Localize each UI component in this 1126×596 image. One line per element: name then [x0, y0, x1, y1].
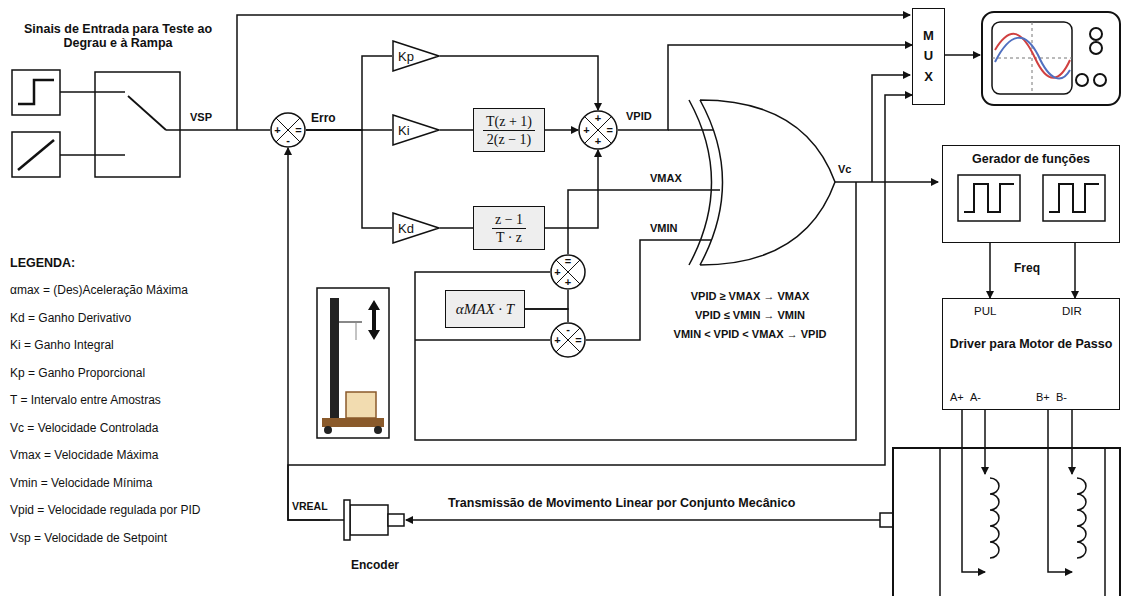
signal-connector	[989, 243, 991, 298]
signal-connector	[525, 309, 568, 322]
gain-label: Kp	[398, 49, 414, 64]
legend-entry: Vmin = Velocidade Mínima	[10, 477, 152, 491]
generator-title: Gerador de funções	[949, 152, 1113, 168]
signal-label: DIR	[1062, 305, 1082, 318]
saturation-gate	[700, 100, 835, 265]
node-tri: Kp	[392, 40, 440, 72]
node-circle: +-=	[550, 322, 586, 358]
fraction-denominator: 2(z − 1)	[484, 131, 534, 148]
signal-label: VMIN < VPID < VMAX → VPID	[652, 328, 848, 341]
node-circle: +-=	[270, 112, 306, 148]
node-tri: Ki	[392, 114, 440, 146]
signal-label: Vc	[838, 163, 851, 176]
fraction-numerator: z − 1	[492, 211, 526, 229]
signal-label: Sinais de Entrada para Teste ao Degrau e…	[12, 22, 224, 51]
junction-sign: =	[605, 125, 614, 136]
legend-entry: αmax = (Des)Aceleração Máxima	[10, 284, 188, 298]
signal-label: Transmissão de Movimento Linear por Conj…	[448, 496, 795, 510]
junction-sign: -	[284, 135, 293, 146]
junction-sign: +	[273, 125, 282, 136]
signal-label: B-	[1056, 391, 1067, 404]
signal-label: Erro	[311, 112, 336, 126]
signal-connector	[440, 56, 598, 110]
legend-entry: Vsp = Velocidade de Setpoint	[10, 532, 167, 546]
legend-entry: Kp = Ganho Proporcional	[10, 367, 145, 381]
junction-sign: +	[564, 277, 573, 288]
signal-label: VMAX	[650, 172, 682, 185]
legend-entry: Kd = Ganho Derivativo	[10, 312, 131, 326]
junction-sign: =	[574, 335, 583, 346]
square-wave-icons	[958, 175, 1105, 221]
selector-switch	[95, 72, 180, 177]
mux-label: MUX	[922, 26, 935, 86]
gain-label: Kd	[398, 221, 414, 236]
signal-connector	[545, 150, 598, 228]
node-tri: Kd	[392, 212, 440, 244]
signal-connector	[440, 129, 473, 131]
gain-triangle-outline	[393, 213, 439, 243]
signal-label: A+	[950, 391, 964, 404]
node-mux: MUX	[912, 8, 945, 105]
signal-connector	[545, 129, 578, 131]
gain-triangle-outline	[393, 115, 439, 145]
signal-connector	[618, 45, 912, 130]
signal-label: VPID ≥ VMAX → VMAX	[652, 290, 848, 303]
gain-label: Ki	[398, 123, 410, 138]
signal-label: A-	[970, 391, 981, 404]
gain-triangle-outline	[393, 41, 439, 71]
encoder-label: Encoder	[351, 558, 399, 572]
signal-label: VPID	[626, 110, 652, 123]
driver-title: Driver para Motor de Passo	[949, 337, 1113, 353]
signal-label: B+	[1036, 391, 1050, 404]
node-circle: ++=	[550, 254, 586, 290]
legend-entry: Vc = Velocidade Controlada	[10, 422, 158, 436]
signal-label: VMIN	[650, 222, 678, 235]
junction-sign: -	[564, 324, 573, 335]
node-alpha: αMAX · T	[445, 290, 525, 328]
node-drv: Driver para Motor de Passo	[942, 298, 1120, 410]
junction-circle	[551, 255, 585, 289]
ramp-source	[12, 132, 60, 177]
signal-label: VPID ≤ VMIN → VMIN	[652, 309, 848, 322]
signal-label: VREAL	[292, 500, 328, 512]
junction-sign: +	[582, 125, 591, 136]
legend-entry: Vmax = Velocidade Máxima	[10, 449, 158, 463]
legend-entry: T = Intervalo entre Amostras	[10, 394, 161, 408]
node-enc: Encoder	[330, 497, 420, 572]
signal-label: Freq	[1014, 262, 1040, 276]
junction-circle	[579, 111, 617, 149]
node-frac: T(z + 1)2(z − 1)	[473, 108, 545, 152]
node-gen: Gerador de funções	[942, 145, 1120, 243]
signal-connector	[306, 130, 392, 228]
signal-label: PUL	[974, 305, 996, 318]
fraction-denominator: T · z	[493, 229, 525, 246]
gain-expression: αMAX · T	[456, 301, 514, 318]
junction-sign: +	[594, 113, 603, 124]
fraction-numerator: T(z + 1)	[483, 113, 535, 131]
oscilloscope	[982, 12, 1120, 105]
junction-circle	[551, 323, 585, 357]
signal-connector	[525, 290, 568, 309]
node-frac: z − 1T · z	[473, 206, 545, 250]
node-circle: +++=	[578, 110, 618, 150]
signal-connector	[1074, 243, 1076, 298]
step-source	[12, 70, 60, 115]
legend-entry: Vpid = Velocidade regulada por PID	[10, 504, 200, 518]
crane-illustration	[317, 288, 389, 438]
signal-connector	[288, 148, 330, 520]
junction-sign: +	[553, 335, 562, 346]
signal-label: VSP	[190, 111, 212, 124]
legend-entry: Ki = Ganho Integral	[10, 339, 114, 353]
junction-sign: +	[553, 267, 562, 278]
signal-connector	[288, 95, 912, 520]
junction-sign: +	[594, 136, 603, 147]
signal-connector	[306, 56, 392, 130]
junction-circle	[271, 113, 305, 147]
junction-sign: =	[564, 256, 573, 267]
junction-sign: =	[294, 125, 303, 136]
signal-label: LEGENDA:	[10, 256, 75, 270]
signal-connector	[440, 227, 473, 229]
